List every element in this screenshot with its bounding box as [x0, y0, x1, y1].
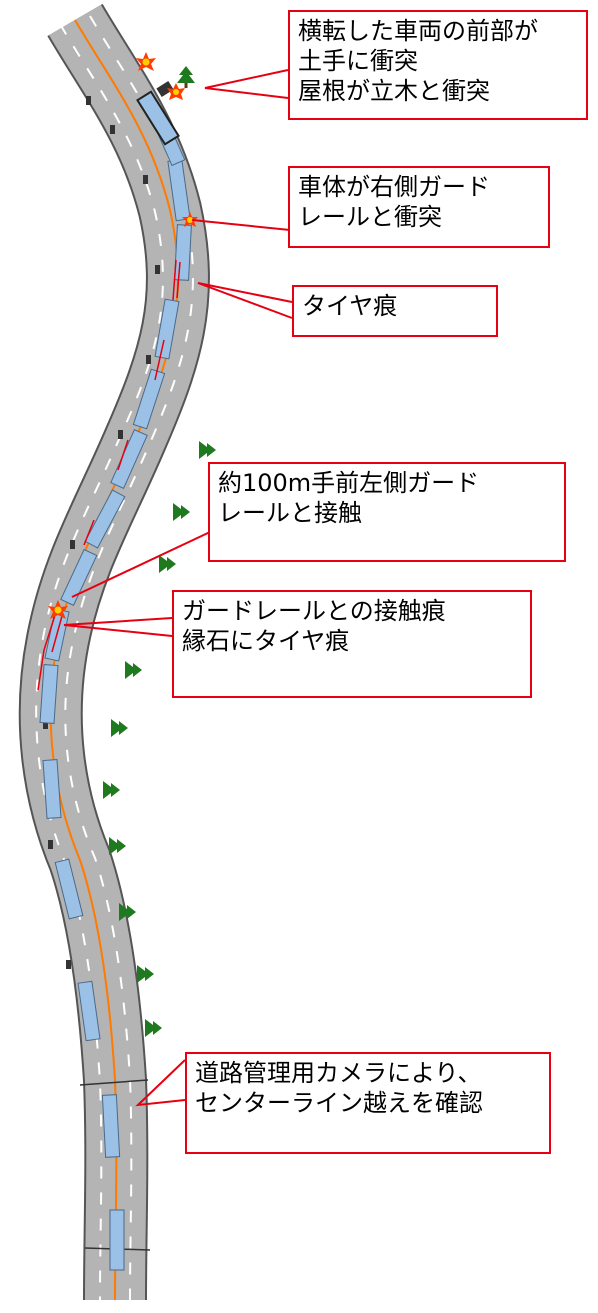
bus-trajectory	[39, 108, 192, 1271]
bus-icon	[101, 1094, 121, 1158]
car-icon	[43, 720, 48, 729]
pointer-rollover	[204, 69, 289, 99]
callout-camera: 道路管理用カメラにより、 センターライン越えを確認	[185, 1052, 551, 1154]
callout-line: センターライン越えを確認	[195, 1089, 483, 1117]
tree-icon	[119, 903, 136, 921]
callout-contact-marks: ガードレールとの接触痕 縁石にタイヤ痕	[172, 590, 532, 698]
impact-bursts	[48, 52, 198, 619]
pointer-right-guardrail	[191, 219, 291, 231]
callout-line: 車体が右側ガード	[298, 173, 490, 201]
car-icon	[118, 430, 123, 439]
lane-marking-left	[35, 23, 164, 1301]
bus-icon	[39, 664, 59, 724]
callout-line: レールと接触	[218, 499, 362, 527]
tree-icon	[177, 66, 195, 88]
callout-line: ガードレールとの接触痕	[182, 597, 446, 625]
tree-icon	[173, 503, 190, 521]
callout-line: 道路管理用カメラにより、	[195, 1059, 482, 1087]
callout-left-guardrail: 約100m手前左側ガード レールと接触	[208, 462, 566, 562]
bus-icon	[54, 858, 84, 920]
callout-line: 約100m手前左側ガード	[218, 469, 480, 497]
callout-line: 横転した車両の前部が	[298, 17, 538, 45]
car-icon	[48, 840, 53, 849]
bus-icon	[60, 548, 98, 606]
impact-burst-icon	[136, 52, 156, 71]
callout-line: タイヤ痕	[302, 292, 398, 320]
pointer-tire-mark	[197, 282, 293, 319]
impact-burst-icon	[182, 212, 198, 227]
tree-icon	[103, 781, 120, 799]
tree-icon	[137, 965, 154, 983]
callout-line: 屋根が立木と衝突	[298, 77, 490, 105]
car-icon	[66, 960, 71, 969]
callout-line: レールと衝突	[298, 203, 442, 231]
tree-icon	[125, 661, 142, 679]
bus-icon	[154, 298, 180, 360]
bus-icon	[42, 759, 62, 819]
pointer-contact-marks	[63, 617, 173, 637]
car-icon	[155, 265, 160, 274]
bus-icon	[174, 224, 192, 281]
tree-icon	[109, 837, 126, 855]
impact-burst-icon	[167, 83, 185, 100]
tree-icon	[199, 441, 216, 459]
car-icon	[143, 175, 148, 184]
car-icon	[110, 125, 115, 134]
tree-icon	[111, 719, 128, 737]
callout-pointers	[63, 69, 293, 1107]
callout-right-guardrail: 車体が右側ガード レールと衝突	[288, 166, 550, 248]
car-icon	[146, 355, 151, 364]
impact-burst-icon	[48, 600, 68, 619]
bus-icon	[84, 489, 126, 549]
callout-line: 縁石にタイヤ痕	[182, 627, 350, 655]
bus-icon	[109, 1209, 125, 1271]
road-section-line	[79, 1079, 149, 1086]
overturned-bus	[136, 81, 180, 146]
pointer-left-guardrail	[71, 531, 211, 598]
callout-tire-mark: タイヤ痕	[292, 285, 498, 337]
callout-rollover: 横転した車両の前部が 土手に衝突 屋根が立木と衝突	[288, 10, 588, 120]
car-icons	[43, 96, 160, 969]
car-icon	[86, 96, 91, 105]
callout-line: 土手に衝突	[298, 47, 418, 75]
trees	[103, 66, 216, 1037]
tree-icon	[159, 555, 176, 573]
tree-icon	[145, 1019, 162, 1037]
car-icon	[70, 540, 75, 549]
pointer-camera	[135, 1059, 186, 1107]
tire-marks	[37, 259, 181, 691]
bus-icon	[132, 368, 166, 430]
bus-icon	[77, 980, 101, 1042]
